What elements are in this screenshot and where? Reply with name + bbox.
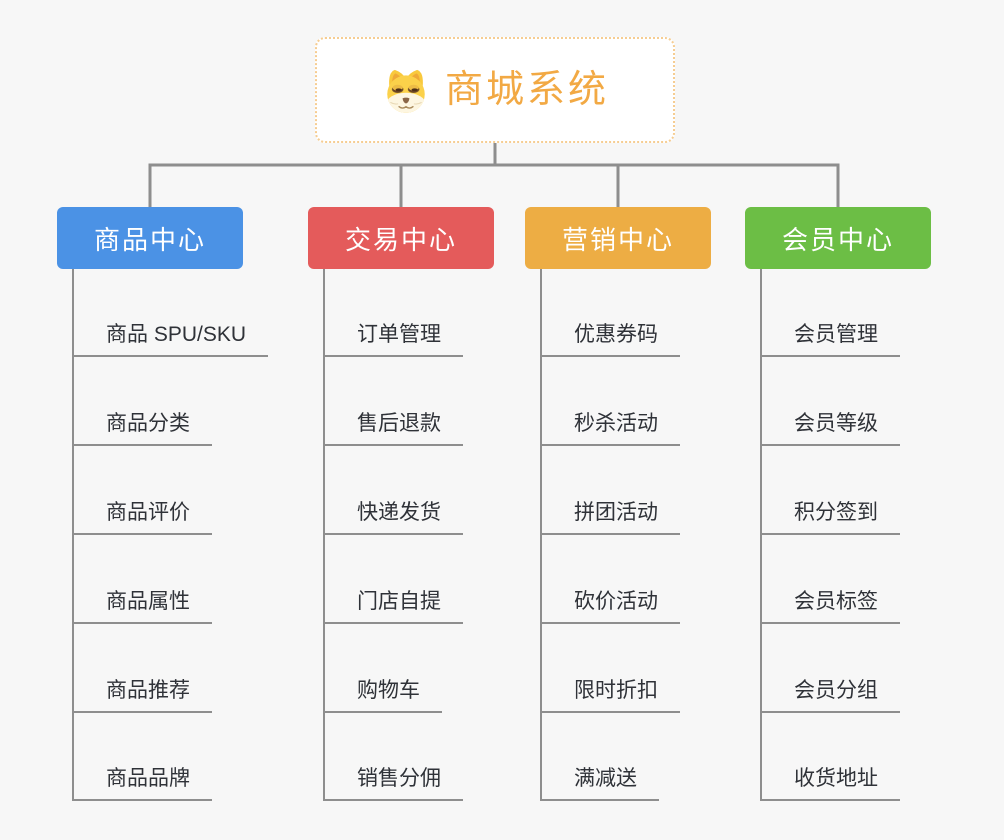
branch-children-marketing-center: 优惠券码 秒杀活动 拼团活动 砍价活动 限时折扣 满减送 xyxy=(540,0,680,840)
child-label: 满减送 xyxy=(574,767,637,790)
child-label: 商品品牌 xyxy=(106,767,190,790)
child-node[interactable]: 商品推荐 xyxy=(72,678,212,713)
child-node[interactable]: 会员标签 xyxy=(760,589,900,624)
child-node[interactable]: 砍价活动 xyxy=(540,589,680,624)
child-node[interactable]: 拼团活动 xyxy=(540,500,680,535)
branch-node-product-center[interactable]: 商品中心 xyxy=(57,207,243,269)
child-node[interactable]: 商品评价 xyxy=(72,500,212,535)
child-label: 订单管理 xyxy=(357,323,441,346)
child-node[interactable]: 积分签到 xyxy=(760,500,900,535)
child-node[interactable]: 会员分组 xyxy=(760,678,900,713)
child-label: 收货地址 xyxy=(794,767,878,790)
child-node[interactable]: 满减送 xyxy=(540,766,659,801)
child-node[interactable]: 购物车 xyxy=(323,678,442,713)
branch-label: 交易中心 xyxy=(344,224,457,255)
branch-label: 会员中心 xyxy=(781,224,894,255)
branch-node-trade-center[interactable]: 交易中心 xyxy=(308,207,494,269)
child-node[interactable]: 会员管理 xyxy=(760,322,900,357)
branch-children-trade-center: 订单管理 售后退款 快递发货 门店自提 购物车 销售分佣 xyxy=(323,0,463,840)
child-label: 购物车 xyxy=(357,679,420,702)
branch-label: 商品中心 xyxy=(93,224,206,255)
child-label: 优惠券码 xyxy=(574,323,658,346)
child-node[interactable]: 会员等级 xyxy=(760,411,900,446)
branch-children-member-center: 会员管理 会员等级 积分签到 会员标签 会员分组 收货地址 xyxy=(760,0,900,840)
child-node[interactable]: 订单管理 xyxy=(323,322,463,357)
child-label: 秒杀活动 xyxy=(574,412,658,435)
child-node[interactable]: 快递发货 xyxy=(323,500,463,535)
child-label: 快递发货 xyxy=(357,501,441,524)
child-node[interactable]: 门店自提 xyxy=(323,589,463,624)
child-label: 拼团活动 xyxy=(574,501,658,524)
child-label: 砍价活动 xyxy=(574,590,658,613)
child-node[interactable]: 售后退款 xyxy=(323,411,463,446)
child-node[interactable]: 优惠券码 xyxy=(540,322,680,357)
branch-node-marketing-center[interactable]: 营销中心 xyxy=(525,207,711,269)
root-title: 商城系统 xyxy=(444,69,609,111)
child-label: 会员分组 xyxy=(794,679,878,702)
branch-children-product-center: 商品 SPU/SKU 商品分类 商品评价 商品属性 商品推荐 商品品牌 xyxy=(72,0,269,840)
child-node[interactable]: 秒杀活动 xyxy=(540,411,680,446)
child-label: 门店自提 xyxy=(357,590,441,613)
child-node[interactable]: 商品属性 xyxy=(72,589,212,624)
child-label: 会员标签 xyxy=(794,590,878,613)
child-label: 商品属性 xyxy=(106,590,190,613)
child-label: 会员管理 xyxy=(794,323,878,346)
child-label: 商品 SPU/SKU xyxy=(106,323,247,346)
child-label: 积分签到 xyxy=(794,501,878,524)
child-node[interactable]: 收货地址 xyxy=(760,766,900,801)
child-label: 商品分类 xyxy=(106,412,190,435)
branch-node-member-center[interactable]: 会员中心 xyxy=(745,207,931,269)
child-label: 限时折扣 xyxy=(574,679,658,702)
doge-icon xyxy=(381,66,431,114)
child-label: 销售分佣 xyxy=(357,767,441,790)
child-node[interactable]: 限时折扣 xyxy=(540,678,680,713)
child-label: 售后退款 xyxy=(357,412,441,435)
child-node[interactable]: 商品 SPU/SKU xyxy=(72,322,269,357)
child-label: 商品评价 xyxy=(106,501,190,524)
child-node[interactable]: 商品品牌 xyxy=(72,766,212,801)
branch-label: 营销中心 xyxy=(561,224,674,255)
root-node[interactable]: 商城系统 xyxy=(315,37,675,143)
child-label: 会员等级 xyxy=(794,412,878,435)
child-label: 商品推荐 xyxy=(106,679,190,702)
child-node[interactable]: 销售分佣 xyxy=(323,766,463,801)
child-node[interactable]: 商品分类 xyxy=(72,411,212,446)
